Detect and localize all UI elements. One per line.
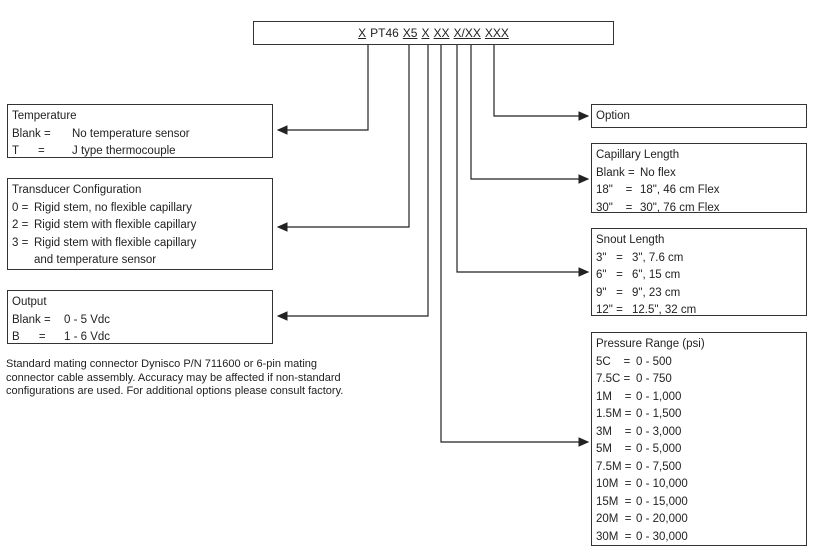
pressure-row: 20M =0 - 20,000 xyxy=(596,513,688,525)
transducer-row: 2 =Rigid stem with flexible capillary xyxy=(12,219,197,231)
transducer-row: 3 =Rigid stem with flexible capillary xyxy=(12,236,197,249)
transducer-row: and temperature sensor xyxy=(34,254,157,266)
code-snout-capillary: X/XX xyxy=(453,26,481,40)
pressure-row: 30M =0 - 30,000 xyxy=(596,530,688,543)
output-row: B =1 - 6 Vdc xyxy=(12,331,111,343)
code-base: PT46 xyxy=(370,26,399,40)
code-temperature: X xyxy=(358,26,367,40)
output-row: Blank =0 - 5 Vdc xyxy=(12,313,111,326)
arrow-pressure xyxy=(440,45,590,447)
arrow-transducer xyxy=(276,45,410,232)
option-title: Option xyxy=(596,110,630,122)
arrow-temperature xyxy=(276,45,369,135)
capillary-box: Capillary Length Blank =No flex 18" =18"… xyxy=(591,143,807,214)
option-box: Option xyxy=(591,104,807,128)
snout-row: 9" =9", 23 cm xyxy=(596,286,681,299)
temperature-row: T =J type thermocouple xyxy=(12,145,176,157)
pressure-row: 15M =0 - 15,000 xyxy=(596,495,688,508)
transducer-box: Transducer Configuration 0 =Rigid stem, … xyxy=(7,178,273,270)
footnote: Standard mating connector Dynisco P/N 71… xyxy=(6,358,344,397)
snout-box: Snout Length 3" =3", 7.6 cm 6" =6", 15 c… xyxy=(591,228,807,316)
pressure-row: 5C =0 - 500 xyxy=(596,355,672,368)
pressure-row: 1.5M =0 - 1,500 xyxy=(596,408,682,420)
pressure-row: 7.5M =0 - 7,500 xyxy=(596,460,682,473)
pressure-row: 3M =0 - 3,000 xyxy=(596,425,682,438)
capillary-title: Capillary Length xyxy=(596,149,680,161)
code-option: XXX xyxy=(484,26,509,40)
model-code: X PT46 X5 X XX X/XX XXX xyxy=(253,21,614,45)
pressure-row: 7.5C =0 - 750 xyxy=(596,373,672,385)
arrow-snout xyxy=(456,45,590,277)
output-title: Output xyxy=(12,296,47,308)
code-output: X xyxy=(421,26,430,40)
pressure-row: 10M =0 - 10,000 xyxy=(596,478,688,490)
snout-title: Snout Length xyxy=(596,234,665,246)
code-transducer: X5 xyxy=(402,26,418,40)
pressure-title: Pressure Range (psi) xyxy=(596,338,705,350)
code-pressure: XX xyxy=(433,26,450,40)
arrow-output xyxy=(276,45,429,321)
temperature-box: Temperature Blank =No temperature sensor… xyxy=(7,104,273,158)
snout-row: 6" =6", 15 cm xyxy=(596,269,681,281)
snout-row: 3" =3", 7.6 cm xyxy=(596,251,684,264)
pressure-row: 5M =0 - 5,000 xyxy=(596,443,682,455)
transducer-row: 0 =Rigid stem, no flexible capillary xyxy=(12,201,192,214)
capillary-row: 18" =18", 46 cm Flex xyxy=(596,184,720,196)
snout-row: 12" =12.5", 32 cm xyxy=(596,304,697,316)
capillary-row: 30" =30", 76 cm Flex xyxy=(596,201,720,214)
pressure-box: Pressure Range (psi) 5C =0 - 500 7.5C =0… xyxy=(591,332,807,546)
capillary-row: Blank =No flex xyxy=(596,166,676,179)
arrow-capillary xyxy=(470,45,590,184)
output-box: Output Blank =0 - 5 Vdc B =1 - 6 Vdc xyxy=(7,290,273,344)
temperature-row: Blank =No temperature sensor xyxy=(12,127,190,140)
arrow-option xyxy=(493,45,590,121)
temperature-title: Temperature xyxy=(12,110,77,122)
transducer-title: Transducer Configuration xyxy=(12,184,142,196)
pressure-row: 1M =0 - 1,000 xyxy=(596,390,682,403)
